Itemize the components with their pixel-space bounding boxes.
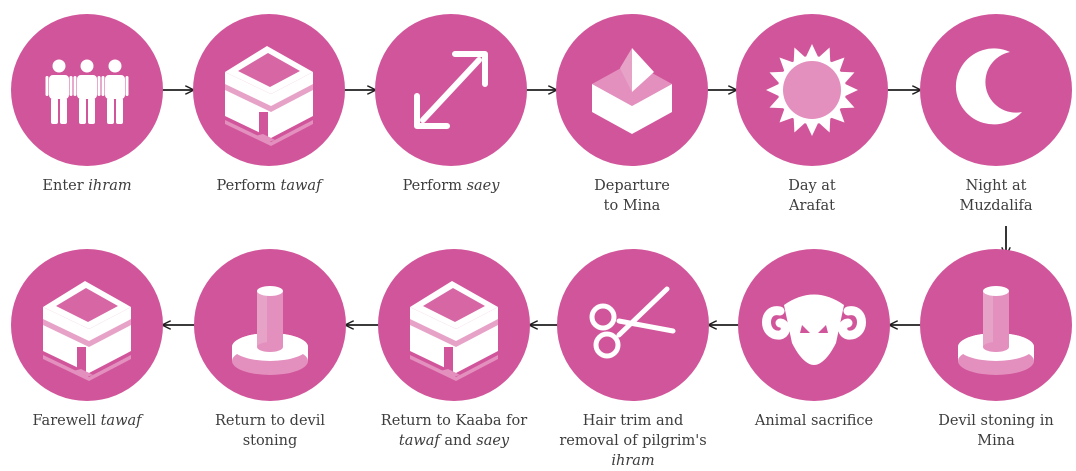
step-label-line: Muzdalifa <box>959 198 1033 214</box>
step-day-arafat <box>736 14 888 166</box>
step-label-perform-saey: Perform saey <box>366 176 536 196</box>
step-label-line: ihram <box>611 453 655 469</box>
step-hair-trim <box>557 249 709 401</box>
step-label-night-muzdalifa: Night at Muzdalifa <box>911 176 1076 216</box>
step-label-line: Enter ihram <box>42 178 132 194</box>
step-label-line: Arafat <box>789 198 835 214</box>
step-label-line: Mina <box>977 433 1015 449</box>
scissors-icon <box>589 286 676 359</box>
step-night-muzdalifa <box>920 14 1072 166</box>
pilgrims-icon <box>45 59 129 124</box>
step-departure-mina <box>556 14 708 166</box>
step-label-hair-trim: Hair trim and removal of pilgrim's ihram <box>548 411 718 471</box>
step-label-enter-ihram: Enter ihram <box>2 176 172 196</box>
step-label-return-devil-stoning: Return to devil stoning <box>185 411 355 451</box>
step-label-animal-sacrifice: Animal sacrifice <box>729 411 899 431</box>
step-label-line: Perform tawaf <box>216 178 322 194</box>
kaaba-icon <box>225 46 313 146</box>
step-label-line: Return to devil <box>214 413 326 429</box>
step-label-line: Animal sacrifice <box>754 413 874 429</box>
step-label-day-arafat: Day at Arafat <box>727 176 897 216</box>
double-arrow-icon <box>414 51 488 129</box>
step-return-devil-stoning <box>194 249 346 401</box>
step-animal-sacrifice <box>738 249 890 401</box>
step-label-farewell-tawaf: Farewell tawaf <box>2 411 172 431</box>
step-devil-stoning-mina <box>920 249 1072 401</box>
flow-arrows <box>161 90 1006 325</box>
step-label-return-kaaba: Return to Kaaba for tawaf and saey <box>369 411 539 451</box>
pillar-icon <box>232 286 308 375</box>
step-perform-tawaf <box>193 14 345 166</box>
step-label-line: Hair trim and <box>582 413 684 429</box>
step-label-departure-mina: Departure to Mina <box>547 176 717 216</box>
ram-icon <box>762 294 866 365</box>
step-label-line: Night at <box>965 178 1027 194</box>
step-label-line: Farewell tawaf <box>32 413 142 429</box>
step-farewell-tawaf <box>11 249 163 401</box>
sun-icon <box>766 44 858 136</box>
step-label-line: Devil stoning in <box>938 413 1054 429</box>
step-label-line: to Mina <box>603 198 661 214</box>
step-perform-saey <box>375 14 527 166</box>
step-label-line: Perform saey <box>402 178 500 194</box>
kaaba-icon <box>43 281 131 381</box>
step-label-perform-tawaf: Perform tawaf <box>184 176 354 196</box>
cube-icon <box>592 48 672 134</box>
step-label-line: removal of pilgrim's <box>559 433 707 449</box>
step-label-line: Day at <box>788 178 836 194</box>
step-label-line: stoning <box>242 433 298 449</box>
step-nodes <box>11 14 1072 401</box>
pillar-icon <box>958 286 1034 375</box>
step-enter-ihram <box>11 14 163 166</box>
step-return-kaaba <box>378 249 530 401</box>
step-label-line: tawaf and saey <box>398 433 510 449</box>
step-label-devil-stoning-mina: Devil stoning in Mina <box>911 411 1076 451</box>
moon-icon <box>955 48 1022 125</box>
step-circle <box>920 14 1072 166</box>
step-label-line: Return to Kaaba for <box>380 413 528 429</box>
kaaba-icon <box>410 281 498 381</box>
step-label-line: Departure <box>594 178 670 194</box>
